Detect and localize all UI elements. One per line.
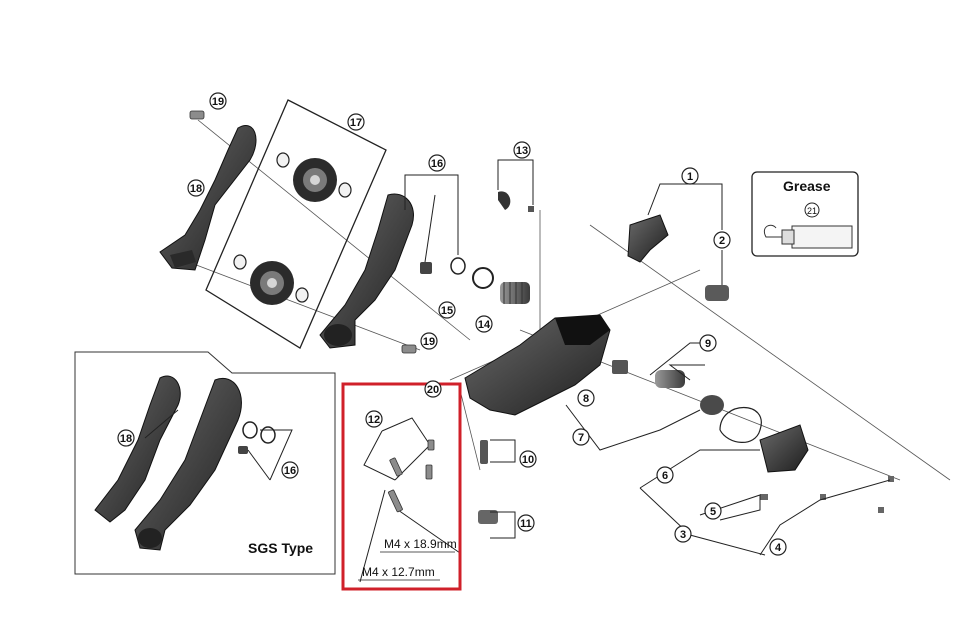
pulley-group-outline — [205, 99, 387, 349]
sgs-outer-plate — [94, 375, 181, 523]
callout-number: 11 — [520, 518, 532, 530]
callout-brackets — [404, 159, 891, 556]
bushing-part — [420, 262, 432, 274]
upper-pulley-part — [293, 158, 337, 202]
callout-number: 2 — [719, 235, 725, 247]
callout-number: 6 — [662, 470, 668, 482]
callout-1: 1 — [681, 167, 699, 185]
lower-pulley-part — [250, 261, 294, 305]
end-cap-part — [759, 424, 809, 473]
sgs-inset: SGS Type — [74, 351, 336, 575]
callout-number: 10 — [522, 454, 534, 466]
callout-number: 12 — [368, 414, 380, 426]
callout-number: 13 — [516, 145, 528, 157]
bolt-label-short: M4 x 12.7mm — [362, 565, 435, 579]
callout-number: 20 — [427, 384, 439, 396]
callout-18: 18 — [187, 179, 205, 197]
callout-16: 16 — [281, 461, 299, 479]
bolt-label-long: M4 x 18.9mm — [384, 537, 457, 551]
callout-number: 19 — [212, 96, 224, 108]
sgs-inner-plate — [134, 377, 242, 551]
callout-11: 11 — [517, 514, 535, 532]
callout-number: 14 — [478, 319, 491, 331]
callout-14: 14 — [475, 315, 493, 333]
callout-number: 18 — [190, 183, 202, 195]
callout-3: 3 — [674, 525, 692, 543]
svg-text:21: 21 — [807, 206, 817, 216]
callout-number: 9 — [705, 338, 711, 350]
inner-plate-part — [319, 193, 414, 349]
callout-7: 7 — [572, 428, 590, 446]
spring-part — [500, 282, 530, 304]
cable-loop — [719, 407, 762, 443]
callout-13: 13 — [513, 141, 531, 159]
callout-20: 20 — [424, 380, 442, 398]
callout-number: 7 — [578, 432, 584, 444]
bolt12-parts — [387, 439, 435, 513]
sgs-title: SGS Type — [248, 540, 313, 556]
callout-number: 1 — [687, 171, 693, 183]
grease-tube-icon — [763, 224, 853, 249]
callout-19: 19 — [420, 332, 438, 350]
adjuster-part — [612, 360, 628, 374]
callout-number: 8 — [583, 393, 589, 405]
pin-part — [480, 440, 488, 464]
pulley-washers — [233, 152, 352, 303]
callout-number: 16 — [284, 465, 296, 477]
callout-9: 9 — [699, 334, 717, 352]
callout-19: 19 — [209, 92, 227, 110]
ring-part — [472, 267, 494, 289]
callout-number: 19 — [423, 336, 435, 348]
callout-number: 5 — [710, 506, 716, 518]
callout-4: 4 — [769, 538, 787, 556]
callout-16: 16 — [428, 154, 446, 172]
bracket-part — [627, 214, 669, 263]
bolt12-lines — [359, 417, 461, 583]
grease-title: Grease — [783, 178, 831, 194]
bolt-part — [189, 110, 417, 354]
callout-number: 3 — [680, 529, 686, 541]
callout-number: 18 — [120, 433, 132, 445]
highlight-box — [341, 382, 462, 591]
callout-6: 6 — [656, 466, 674, 484]
callout-15: 15 — [438, 301, 456, 319]
clip-part — [498, 191, 511, 210]
callout-number: 15 — [441, 305, 453, 317]
callout-number: 4 — [775, 542, 782, 554]
callout-number: 17 — [350, 117, 362, 129]
callout-17: 17 — [347, 113, 365, 131]
callout-21 — [804, 202, 820, 218]
callout-8: 8 — [577, 389, 595, 407]
callout-12: 12 — [365, 410, 383, 428]
callout-5: 5 — [704, 502, 722, 520]
callout-number: 16 — [431, 158, 443, 170]
callout-10: 10 — [519, 450, 537, 468]
grease-box: Grease 21 — [751, 171, 859, 257]
callout-18: 18 — [117, 429, 135, 447]
callout-2: 2 — [713, 231, 731, 249]
outer-plate-part — [159, 125, 257, 271]
